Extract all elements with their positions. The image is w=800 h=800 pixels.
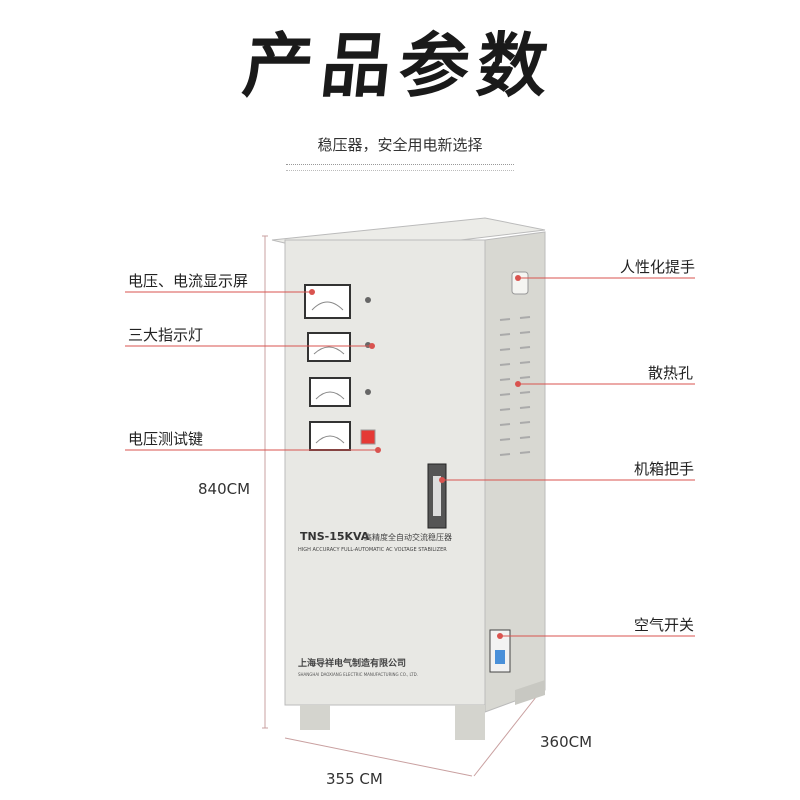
model-cn-text: 高精度全自动交流稳压器 — [364, 532, 452, 542]
subtitle: 稳压器，安全用电新选择 — [317, 136, 483, 154]
dimension-depth: 360CM — [540, 733, 593, 751]
test-button — [360, 429, 376, 445]
cabinet-leg-right — [455, 705, 485, 740]
maker-en-text: SHANGHAI DAOXIANG ELECTRIC MANUFACTURING… — [298, 672, 418, 677]
label-air-breaker: 空气开关 — [634, 616, 695, 634]
width-dimension-line — [284, 737, 473, 777]
label-display-screen: 电压、电流显示屏 — [128, 272, 249, 290]
divider-dots — [286, 164, 514, 166]
voltmeter-2 — [307, 332, 351, 362]
carry-handle — [511, 271, 529, 295]
label-cabinet-handle: 机箱把手 — [634, 460, 695, 478]
cabinet-leg-back — [515, 680, 545, 705]
label-indicator-lights: 三大指示灯 — [128, 326, 204, 344]
divider-dots-2 — [286, 170, 514, 172]
model-en-text: HIGH ACCURACY FULL-AUTOMATIC AC VOLTAGE … — [298, 547, 447, 553]
label-carry-handle: 人性化提手 — [620, 258, 696, 276]
voltmeter-3 — [309, 377, 351, 407]
depth-dimension-line — [473, 691, 541, 777]
indicator-light-1 — [365, 297, 371, 303]
voltmeter-4 — [309, 421, 351, 451]
maker-text: 上海导祥电气制造有限公司 — [298, 657, 406, 669]
model-text: TNS-15KVA — [300, 530, 370, 543]
cabinet-leg-left — [300, 705, 330, 730]
vent-slots — [499, 316, 531, 456]
indicator-light-3 — [365, 389, 371, 395]
dimension-width: 355 CM — [326, 770, 383, 788]
label-test-button: 电压测试键 — [128, 430, 204, 448]
dimension-height: 840CM — [198, 480, 251, 498]
label-vents: 散热孔 — [648, 364, 694, 382]
